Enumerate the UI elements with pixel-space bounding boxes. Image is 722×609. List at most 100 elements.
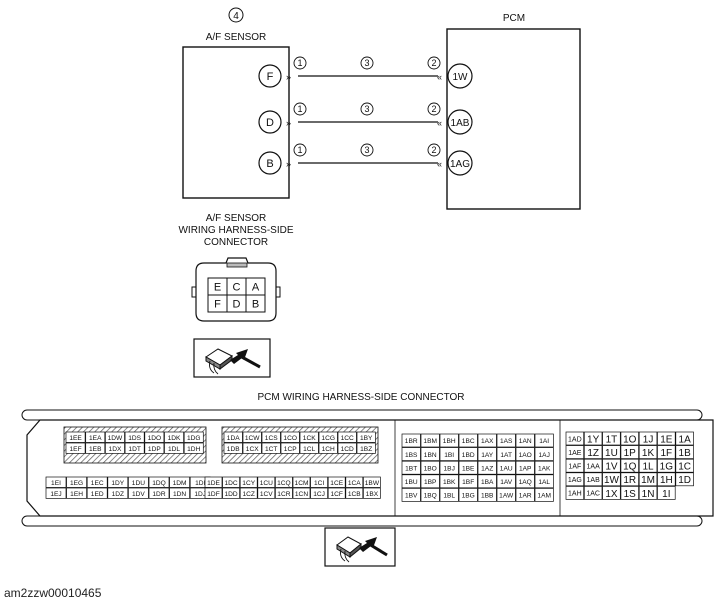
pcm-pin-cell	[356, 431, 376, 443]
pcm-pin-cell	[292, 487, 311, 499]
pcm-pin-label: 1CE	[330, 480, 343, 487]
pcm-pin-label: 1DK	[168, 435, 181, 442]
wire-marker-sensor: 1	[297, 145, 302, 155]
pcm-pin-label: 1DQ	[152, 480, 166, 487]
pcm-pin-cell	[458, 433, 478, 448]
wire-marker-middle-circle	[360, 102, 374, 116]
wire-break-icon: «	[437, 118, 442, 128]
pcm-pin-cell	[420, 474, 440, 489]
pcm-pin-label: 1AD	[568, 436, 582, 443]
pcm-pin-cell	[515, 488, 535, 502]
pcm-pin-cell	[583, 431, 603, 446]
insert-arrow-icon	[359, 537, 388, 557]
pcm-pin-label: 1CA	[348, 480, 361, 487]
pcm-pin-cell	[105, 442, 125, 454]
pcm-pin-label: 1BJ	[444, 465, 455, 472]
pcm-pin-cell	[496, 460, 516, 475]
pcm-pin-label: 1CZ	[242, 491, 254, 498]
pcm-pin-cell	[458, 488, 478, 502]
pcm-pin-cell	[515, 433, 535, 448]
pcm-pin-cell	[401, 460, 421, 475]
pcm-pin-label: 1CI	[314, 480, 324, 487]
pcm-pin-label: 1K	[642, 448, 655, 459]
pcm-pin-label: 1BW	[365, 480, 380, 487]
pcm-pin-label: 1CW	[245, 435, 260, 442]
pcm-pin-label: 1BI	[444, 452, 454, 459]
pcm-pin-label: 1DD	[224, 491, 237, 498]
pcm-pin-label: 1AY	[481, 452, 494, 459]
pcm-pin-label: 1BY	[360, 435, 373, 442]
wire-marker-pcm: 2	[431, 145, 436, 155]
pcm-pin-cell	[477, 460, 497, 475]
pcm-pin-cell	[45, 487, 67, 499]
pcm-pin-label: 1Z	[587, 448, 599, 459]
wire-marker-middle-circle	[360, 143, 374, 157]
pcm-pin-label: 1AI	[539, 438, 549, 445]
pcm-pin-cell	[345, 487, 364, 499]
pcm-pin-label: 1AR	[519, 493, 532, 500]
sensor-title: A/F SENSOR	[206, 32, 267, 43]
pcm-pin-cell	[85, 442, 106, 454]
pcm-pin-cell	[223, 431, 243, 443]
pcm-pin-label: 1H	[660, 475, 673, 486]
pcm-pin-cell	[356, 442, 376, 454]
pcm-pin-cell	[242, 431, 262, 443]
pcm-pin-cell	[458, 460, 478, 475]
pcm-pin-cell	[164, 442, 184, 454]
pcm-pin-label: 1AX	[481, 438, 494, 445]
pcm-pin-cell	[204, 476, 223, 488]
sensor-connector-latch	[226, 262, 248, 268]
wire-break-icon: »	[286, 72, 291, 82]
pcm-pin-label: 1CD	[341, 446, 354, 453]
pcm-pin-cell	[565, 472, 585, 487]
pcm-pin-label: 1AS	[500, 438, 513, 445]
pcm-pin-label: 1DN	[173, 491, 186, 498]
pcm-pin-cell	[345, 476, 364, 488]
pcm-pin-label: 1BA	[481, 479, 494, 486]
sensor-terminal-label: B	[266, 158, 273, 170]
pcm-pin-label: 1AV	[500, 479, 513, 486]
pcm-pin-cell	[128, 476, 149, 488]
pcm-pin-label: 1BU	[405, 479, 418, 486]
pcm-pin-label: 1L	[642, 462, 654, 473]
pcm-terminal-label: 1AB	[451, 118, 470, 129]
pcm-connector-top-rail	[21, 409, 703, 421]
pcm-pin-cell	[565, 431, 585, 446]
pcm-pin-label: 1CG	[321, 435, 335, 442]
pcm-pin-cell	[401, 474, 421, 489]
pcm-pin-cell	[496, 433, 516, 448]
connector-view-icon	[193, 338, 271, 378]
pcm-pin-cell	[534, 474, 554, 489]
pcm-pin-cell	[299, 442, 319, 454]
pcm-pin-cell	[439, 488, 459, 502]
pcm-pin-cell	[620, 458, 639, 473]
pcm-connector-view-icon	[324, 527, 396, 567]
pcm-pin-label: 1BS	[405, 452, 418, 459]
pcm-pin-cell	[144, 442, 165, 454]
wire-marker-pcm: 2	[431, 104, 436, 114]
pcm-pin-cell	[675, 458, 694, 473]
pcm-pin-label: 1DL	[168, 446, 180, 453]
pcm-pin-cell	[602, 472, 621, 487]
sensor-pin-cell	[245, 294, 266, 313]
pcm-pin-cell	[257, 487, 276, 499]
pcm-pin-label: 1DF	[207, 491, 219, 498]
pcm-pin-cell	[439, 447, 459, 461]
pcm-pin-label: 1B	[679, 448, 692, 459]
pcm-pin-cell	[657, 431, 676, 446]
pcm-pin-label: 1BN	[424, 452, 437, 459]
pcm-pin-label: 1CT	[265, 446, 277, 453]
pcm-pin-cell	[337, 442, 357, 454]
pcm-pin-label: 1CJ	[313, 491, 325, 498]
pcm-pin-cell	[496, 447, 516, 461]
pcm-pin-label: 1I	[662, 489, 670, 500]
pcm-pin-cell	[477, 447, 497, 461]
pcm-pin-label: 1DV	[132, 491, 145, 498]
pcm-pin-cell	[496, 474, 516, 489]
pcm-pin-cell	[66, 487, 87, 499]
